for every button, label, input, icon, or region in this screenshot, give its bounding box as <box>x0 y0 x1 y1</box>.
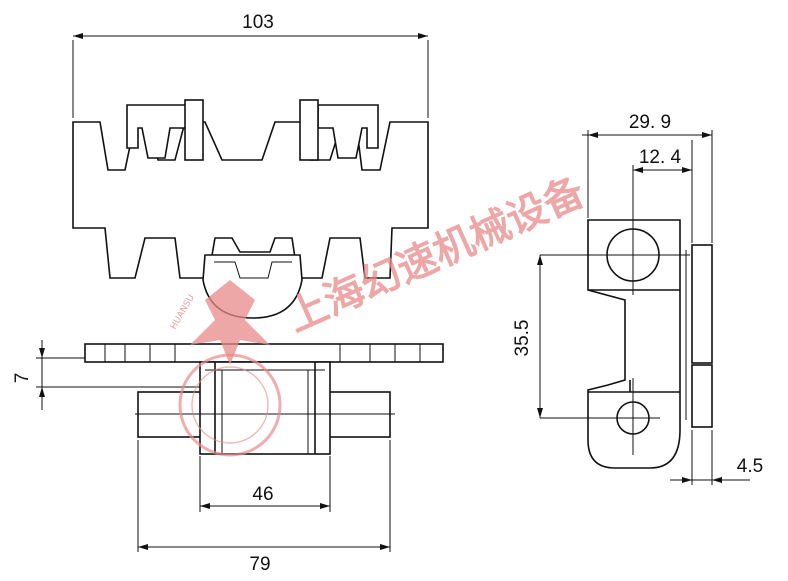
front-view <box>84 343 444 455</box>
dim-side-inner-label: 12. 4 <box>639 147 682 168</box>
dim-side-offset-label: 4.5 <box>737 456 763 477</box>
watermark-ring-text: HUANSU <box>169 293 197 331</box>
dim-pin-overall: 79 <box>137 440 391 575</box>
dim-plate-thickness: 7 <box>12 340 200 410</box>
dim-side-width: 29. 9 <box>582 112 713 243</box>
top-right-hook <box>317 104 379 159</box>
front-plate <box>84 343 444 363</box>
dim-top-width: 103 <box>72 12 429 118</box>
side-link-outline <box>587 219 681 469</box>
top-right-tab <box>299 99 319 161</box>
side-view <box>540 218 713 469</box>
dim-side-width-label: 29. 9 <box>629 112 671 133</box>
top-plate-outline <box>72 121 429 279</box>
dim-top-width-label: 103 <box>242 12 274 33</box>
dim-pin-overall-label: 79 <box>249 554 270 575</box>
top-left-tab <box>184 99 204 161</box>
side-right-plate-lower <box>691 364 713 428</box>
dim-plate-thickness-label: 7 <box>12 373 33 384</box>
dim-pin-inner: 46 <box>199 456 331 512</box>
dim-pitch-label: 35.5 <box>512 320 533 357</box>
top-knuckle-inner <box>214 261 292 279</box>
dim-pin-inner-label: 46 <box>252 484 273 505</box>
dim-side-offset: 4.5 <box>670 430 763 485</box>
side-right-plate <box>691 244 713 364</box>
dim-pitch: 35.5 <box>512 255 543 418</box>
dim-side-inner: 12. 4 <box>632 140 693 243</box>
